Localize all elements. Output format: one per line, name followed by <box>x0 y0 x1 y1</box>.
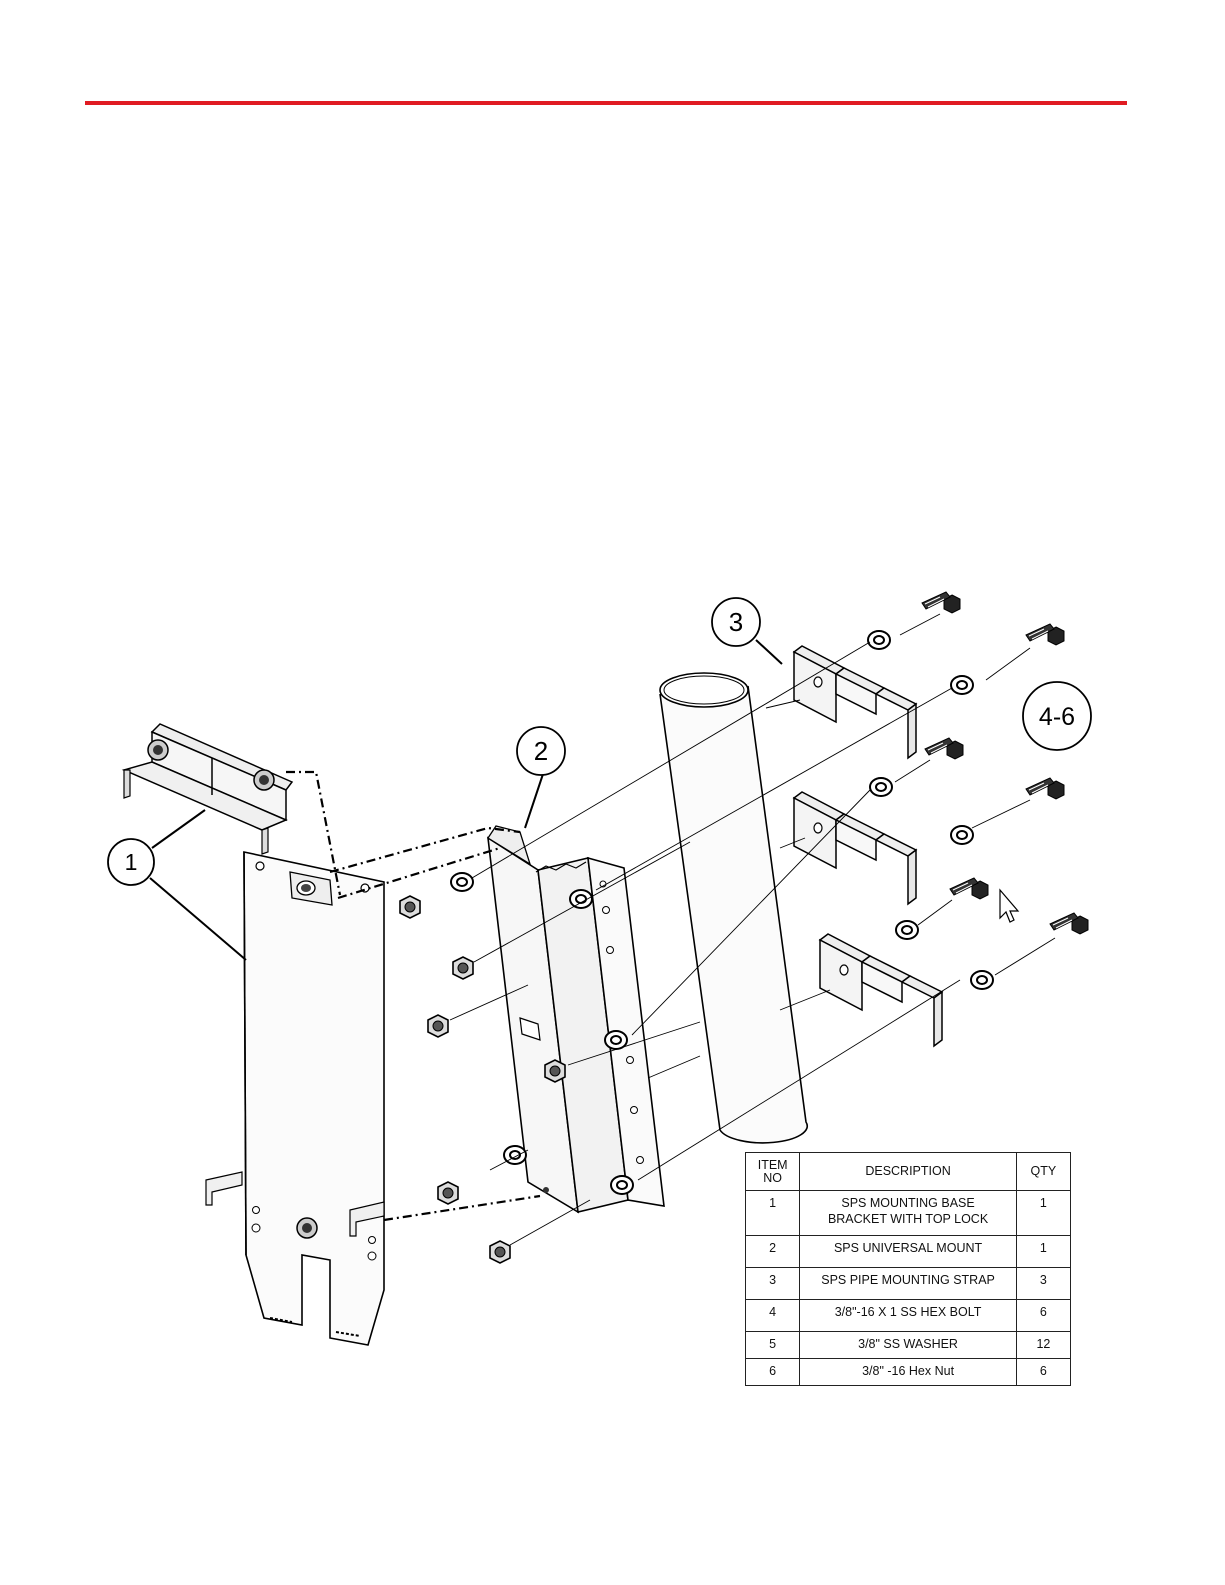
callout-2-label: 2 <box>534 736 548 766</box>
top-lock-bracket <box>124 724 292 854</box>
table-row: 5 3/8" SS WASHER 12 <box>746 1332 1071 1359</box>
table-row: 6 3/8" -16 Hex Nut 6 <box>746 1359 1071 1386</box>
cell-description: 3/8" -16 Hex Nut <box>800 1359 1017 1386</box>
cell-description: SPS UNIVERSAL MOUNT <box>800 1236 1017 1268</box>
callout-4-6-label: 4-6 <box>1039 703 1075 731</box>
callout-1: 1 <box>108 839 154 885</box>
callout-4-6: 4-6 <box>1023 682 1091 750</box>
cell-qty: 3 <box>1016 1268 1070 1300</box>
cell-description: 3/8"-16 X 1 SS HEX BOLT <box>800 1300 1017 1332</box>
hardware-bolts <box>868 592 1088 989</box>
cell-item: 2 <box>746 1236 800 1268</box>
cell-qty: 1 <box>1016 1191 1070 1236</box>
cell-qty: 1 <box>1016 1236 1070 1268</box>
table-row: 3 SPS PIPE MOUNTING STRAP 3 <box>746 1268 1071 1300</box>
cell-qty: 12 <box>1016 1332 1070 1359</box>
cell-description: SPS PIPE MOUNTING STRAP <box>800 1268 1017 1300</box>
callout-1-label: 1 <box>125 849 138 875</box>
cell-item: 5 <box>746 1332 800 1359</box>
cell-item: 4 <box>746 1300 800 1332</box>
cell-item: 1 <box>746 1191 800 1236</box>
cell-description: 3/8" SS WASHER <box>800 1332 1017 1359</box>
cursor-icon <box>1000 890 1018 922</box>
callout-3-label: 3 <box>729 607 743 637</box>
cell-item: 6 <box>746 1359 800 1386</box>
cell-qty: 6 <box>1016 1300 1070 1332</box>
callout-2: 2 <box>517 727 565 775</box>
table-row: 4 3/8"-16 X 1 SS HEX BOLT 6 <box>746 1300 1071 1332</box>
cell-qty: 6 <box>1016 1359 1070 1386</box>
header-description: DESCRIPTION <box>800 1153 1017 1191</box>
callout-3: 3 <box>712 598 760 646</box>
cell-item: 3 <box>746 1268 800 1300</box>
header-qty: QTY <box>1016 1153 1070 1191</box>
table-row: 2 SPS UNIVERSAL MOUNT 1 <box>746 1236 1071 1268</box>
mounting-base-plate <box>206 852 384 1345</box>
pipe <box>660 673 807 1143</box>
